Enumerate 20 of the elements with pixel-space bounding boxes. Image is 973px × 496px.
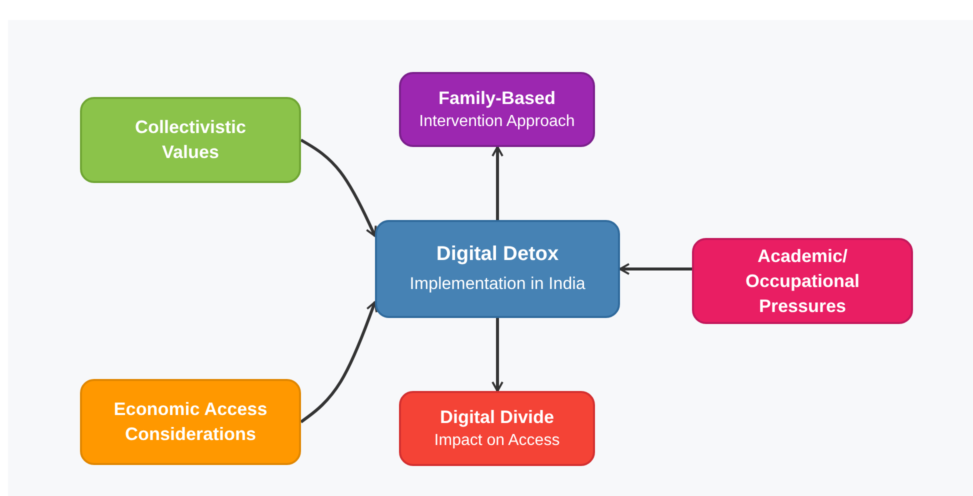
- node-title: Academic/ Occupational Pressures: [744, 244, 861, 318]
- rounded-box: [399, 72, 595, 147]
- arrow: [300, 301, 378, 424]
- node-title: Digital Divide: [440, 406, 554, 429]
- node-subtitle: Impact on Access: [434, 431, 560, 451]
- node-title: Digital Detox: [436, 242, 559, 267]
- node-title: Family-Based: [438, 87, 556, 110]
- arrow: [492, 318, 504, 392]
- node-subtitle: Intervention Approach: [419, 112, 575, 132]
- rounded-box: [399, 391, 595, 466]
- rounded-box: [80, 97, 301, 183]
- rounded-box: [692, 238, 913, 324]
- arrow: [300, 138, 377, 237]
- arrow: [492, 146, 504, 220]
- rounded-box: [80, 379, 301, 465]
- node-subtitle: Implementation in India: [410, 273, 586, 295]
- arrow: [619, 263, 692, 275]
- rounded-box: [375, 220, 620, 318]
- node-title: Collectivistic Values: [134, 116, 248, 164]
- node-title: Economic Access Considerations: [112, 398, 268, 446]
